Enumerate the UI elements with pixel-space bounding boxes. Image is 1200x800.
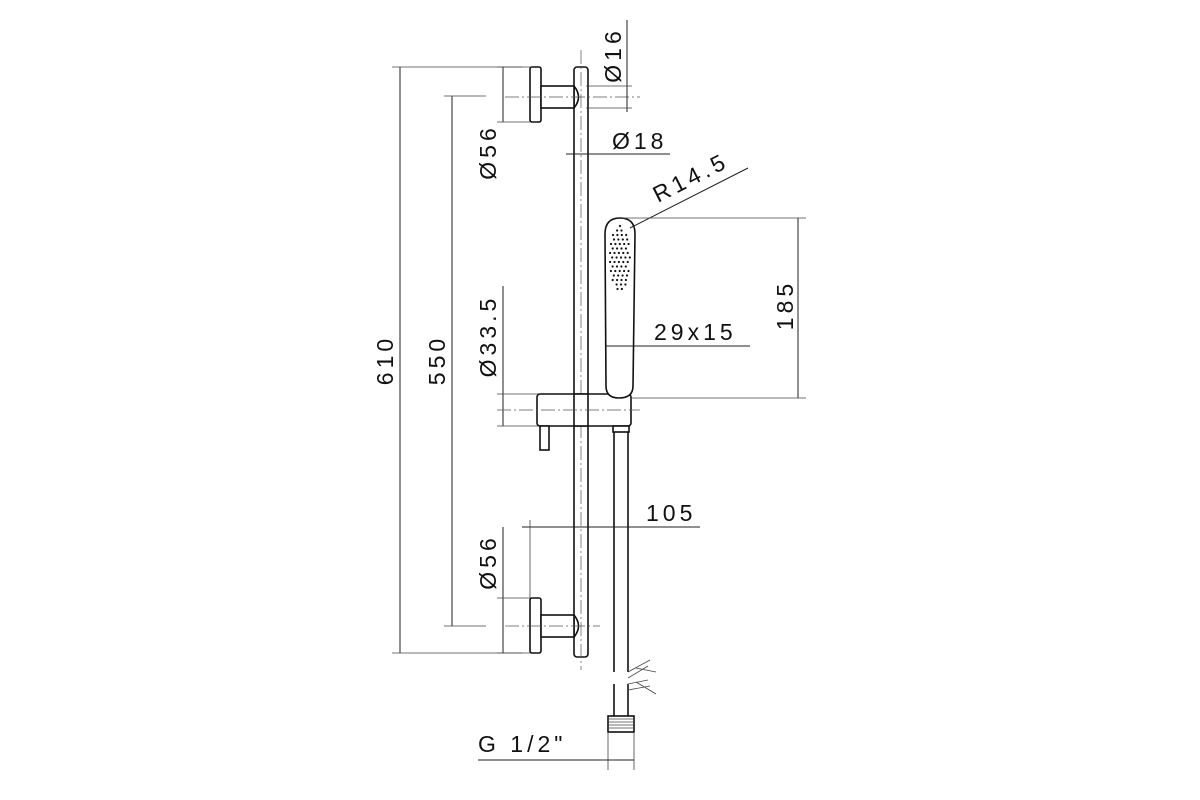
nozzle-dot: [618, 269, 621, 273]
nozzle-dot: [609, 251, 612, 255]
label-bracket-spacing: 550: [424, 335, 450, 385]
nozzle-dot: [616, 247, 619, 250]
nozzle-dot: [620, 278, 623, 282]
dimension-bracket-spacing: 550: [424, 95, 486, 627]
nozzle-dot: [614, 269, 617, 273]
nozzle-dot: [618, 242, 621, 246]
label-slider-diameter: Ø33.5: [475, 295, 501, 378]
nozzle-dot: [621, 274, 624, 277]
dimension-total-length: 610: [372, 66, 522, 654]
top-wall-bracket: [505, 66, 640, 123]
dimension-slider: Ø33.5: [475, 286, 540, 427]
nozzle-dot: [625, 233, 628, 237]
nozzle-dot: [617, 251, 621, 255]
hose-connector: [607, 715, 635, 770]
dimension-head-radius: R14.5: [629, 147, 749, 229]
nozzle-dot: [626, 238, 629, 241]
nozzle-dot: [609, 260, 612, 264]
dimension-bar: Ø18: [566, 128, 670, 155]
nozzle-dot: [620, 233, 623, 237]
nozzle-dot: [620, 287, 624, 291]
nozzle-dot: [626, 260, 629, 264]
nozzle-dot: [611, 233, 615, 237]
nozzle-dot: [615, 283, 618, 286]
rail-bar: [573, 50, 589, 670]
nozzle-dot: [619, 256, 623, 259]
nozzle-dot: [619, 283, 623, 286]
nozzle-dot: [620, 229, 623, 232]
nozzle-dot: [616, 233, 619, 237]
label-head-length: 185: [772, 280, 798, 330]
nozzle-dot: [624, 256, 627, 259]
nozzle-dot: [609, 269, 613, 273]
nozzle-dot: [615, 265, 619, 268]
nozzle-dot: [620, 247, 623, 250]
label-handle-section: 29x15: [654, 319, 737, 345]
nozzle-dot: [623, 269, 626, 273]
dimension-thread: G 1/2": [478, 731, 634, 761]
dimension-handle-section: 29x15: [606, 319, 750, 347]
nozzle-dot: [624, 283, 627, 286]
label-bottom-flange-diameter: Ø56: [475, 534, 501, 589]
nozzle-dot: [622, 260, 625, 264]
dimension-projection: 105: [522, 500, 700, 598]
nozzle-dot: [625, 274, 629, 277]
dimension-top-flange: Ø56: [475, 66, 530, 180]
dimension-top-arm: Ø16: [586, 20, 632, 112]
nozzle-dot: [624, 278, 628, 282]
nozzle-dot: [616, 278, 619, 282]
nozzle-dot: [617, 274, 620, 277]
nozzle-dot: [626, 251, 629, 255]
nozzle-dot: [613, 251, 616, 255]
nozzle-dot: [616, 229, 619, 232]
label-top-flange-diameter: Ø56: [475, 124, 501, 179]
nozzle-dot: [609, 242, 613, 246]
nozzle-dot: [612, 274, 615, 277]
dimension-head-length: 185: [622, 217, 806, 399]
nozzle-dot: [627, 269, 630, 273]
nozzle-dot: [627, 242, 630, 246]
nozzle-dot: [615, 256, 618, 259]
nozzle-dot: [611, 265, 614, 268]
nozzle-dot: [611, 247, 614, 250]
nozzle-dot: [620, 265, 623, 268]
label-thread: G 1/2": [478, 731, 566, 757]
slider-holder: [497, 393, 640, 451]
nozzle-dot: [612, 238, 616, 241]
nozzle-dot: [623, 242, 626, 246]
shower-hose: [612, 425, 657, 716]
nozzle-dot: [622, 251, 625, 255]
label-total-length: 610: [372, 335, 398, 385]
bottom-wall-bracket: [505, 597, 600, 654]
nozzle-dot: [624, 247, 628, 250]
nozzle-dot: [611, 256, 614, 259]
nozzle-dot: [618, 224, 622, 228]
nozzle-dot: [621, 238, 624, 241]
nozzle-dot: [611, 278, 614, 282]
label-bar-diameter: Ø18: [612, 128, 667, 154]
shower-nozzles: [609, 224, 631, 291]
label-top-arm-diameter: Ø16: [600, 27, 626, 82]
nozzle-dot: [617, 238, 620, 241]
nozzle-dot: [624, 265, 627, 268]
nozzle-dot: [613, 260, 616, 264]
nozzle-dot: [617, 260, 621, 264]
nozzle-dot: [616, 287, 619, 291]
label-projection: 105: [646, 500, 696, 526]
label-head-radius: R14.5: [648, 147, 732, 207]
hand-shower: [604, 217, 636, 399]
dimension-bottom-flange: Ø56: [475, 527, 530, 654]
nozzle-dot: [628, 256, 631, 259]
nozzle-dot: [614, 242, 617, 246]
